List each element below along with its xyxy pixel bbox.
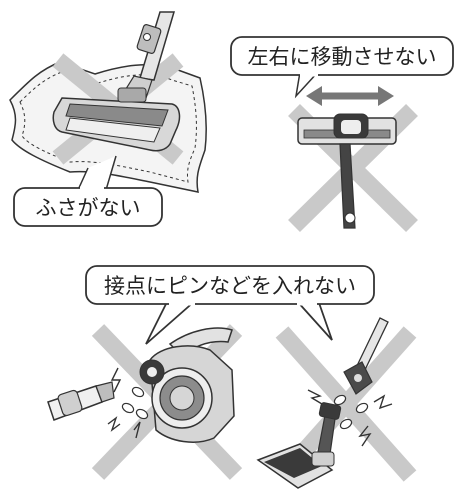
double-arrow-icon [306, 86, 394, 106]
callout-no-side-move: 左右に移動させない [230, 36, 454, 77]
spark-icon [107, 367, 141, 439]
pin-icon [333, 394, 369, 430]
panel-contacts-unit [47, 324, 243, 480]
callout-no-cover: ふさがない [13, 186, 163, 227]
spark-icon [307, 389, 393, 447]
callout-no-pins-text: 接点にピンなどを入れない [104, 274, 356, 298]
cloth-stitch [19, 71, 197, 183]
callout-no-side-move-text: 左右に移動させない [248, 45, 437, 69]
panel-side-move [288, 71, 418, 233]
panel-cloth [9, 11, 207, 193]
callout-no-cover-text: ふさがない [36, 196, 141, 220]
callout-no-pins: 接点にピンなどを入れない [85, 265, 375, 345]
pin-icon [121, 386, 149, 420]
wand-pipe-vertical [339, 143, 356, 229]
panel-contacts-stick [256, 317, 417, 489]
